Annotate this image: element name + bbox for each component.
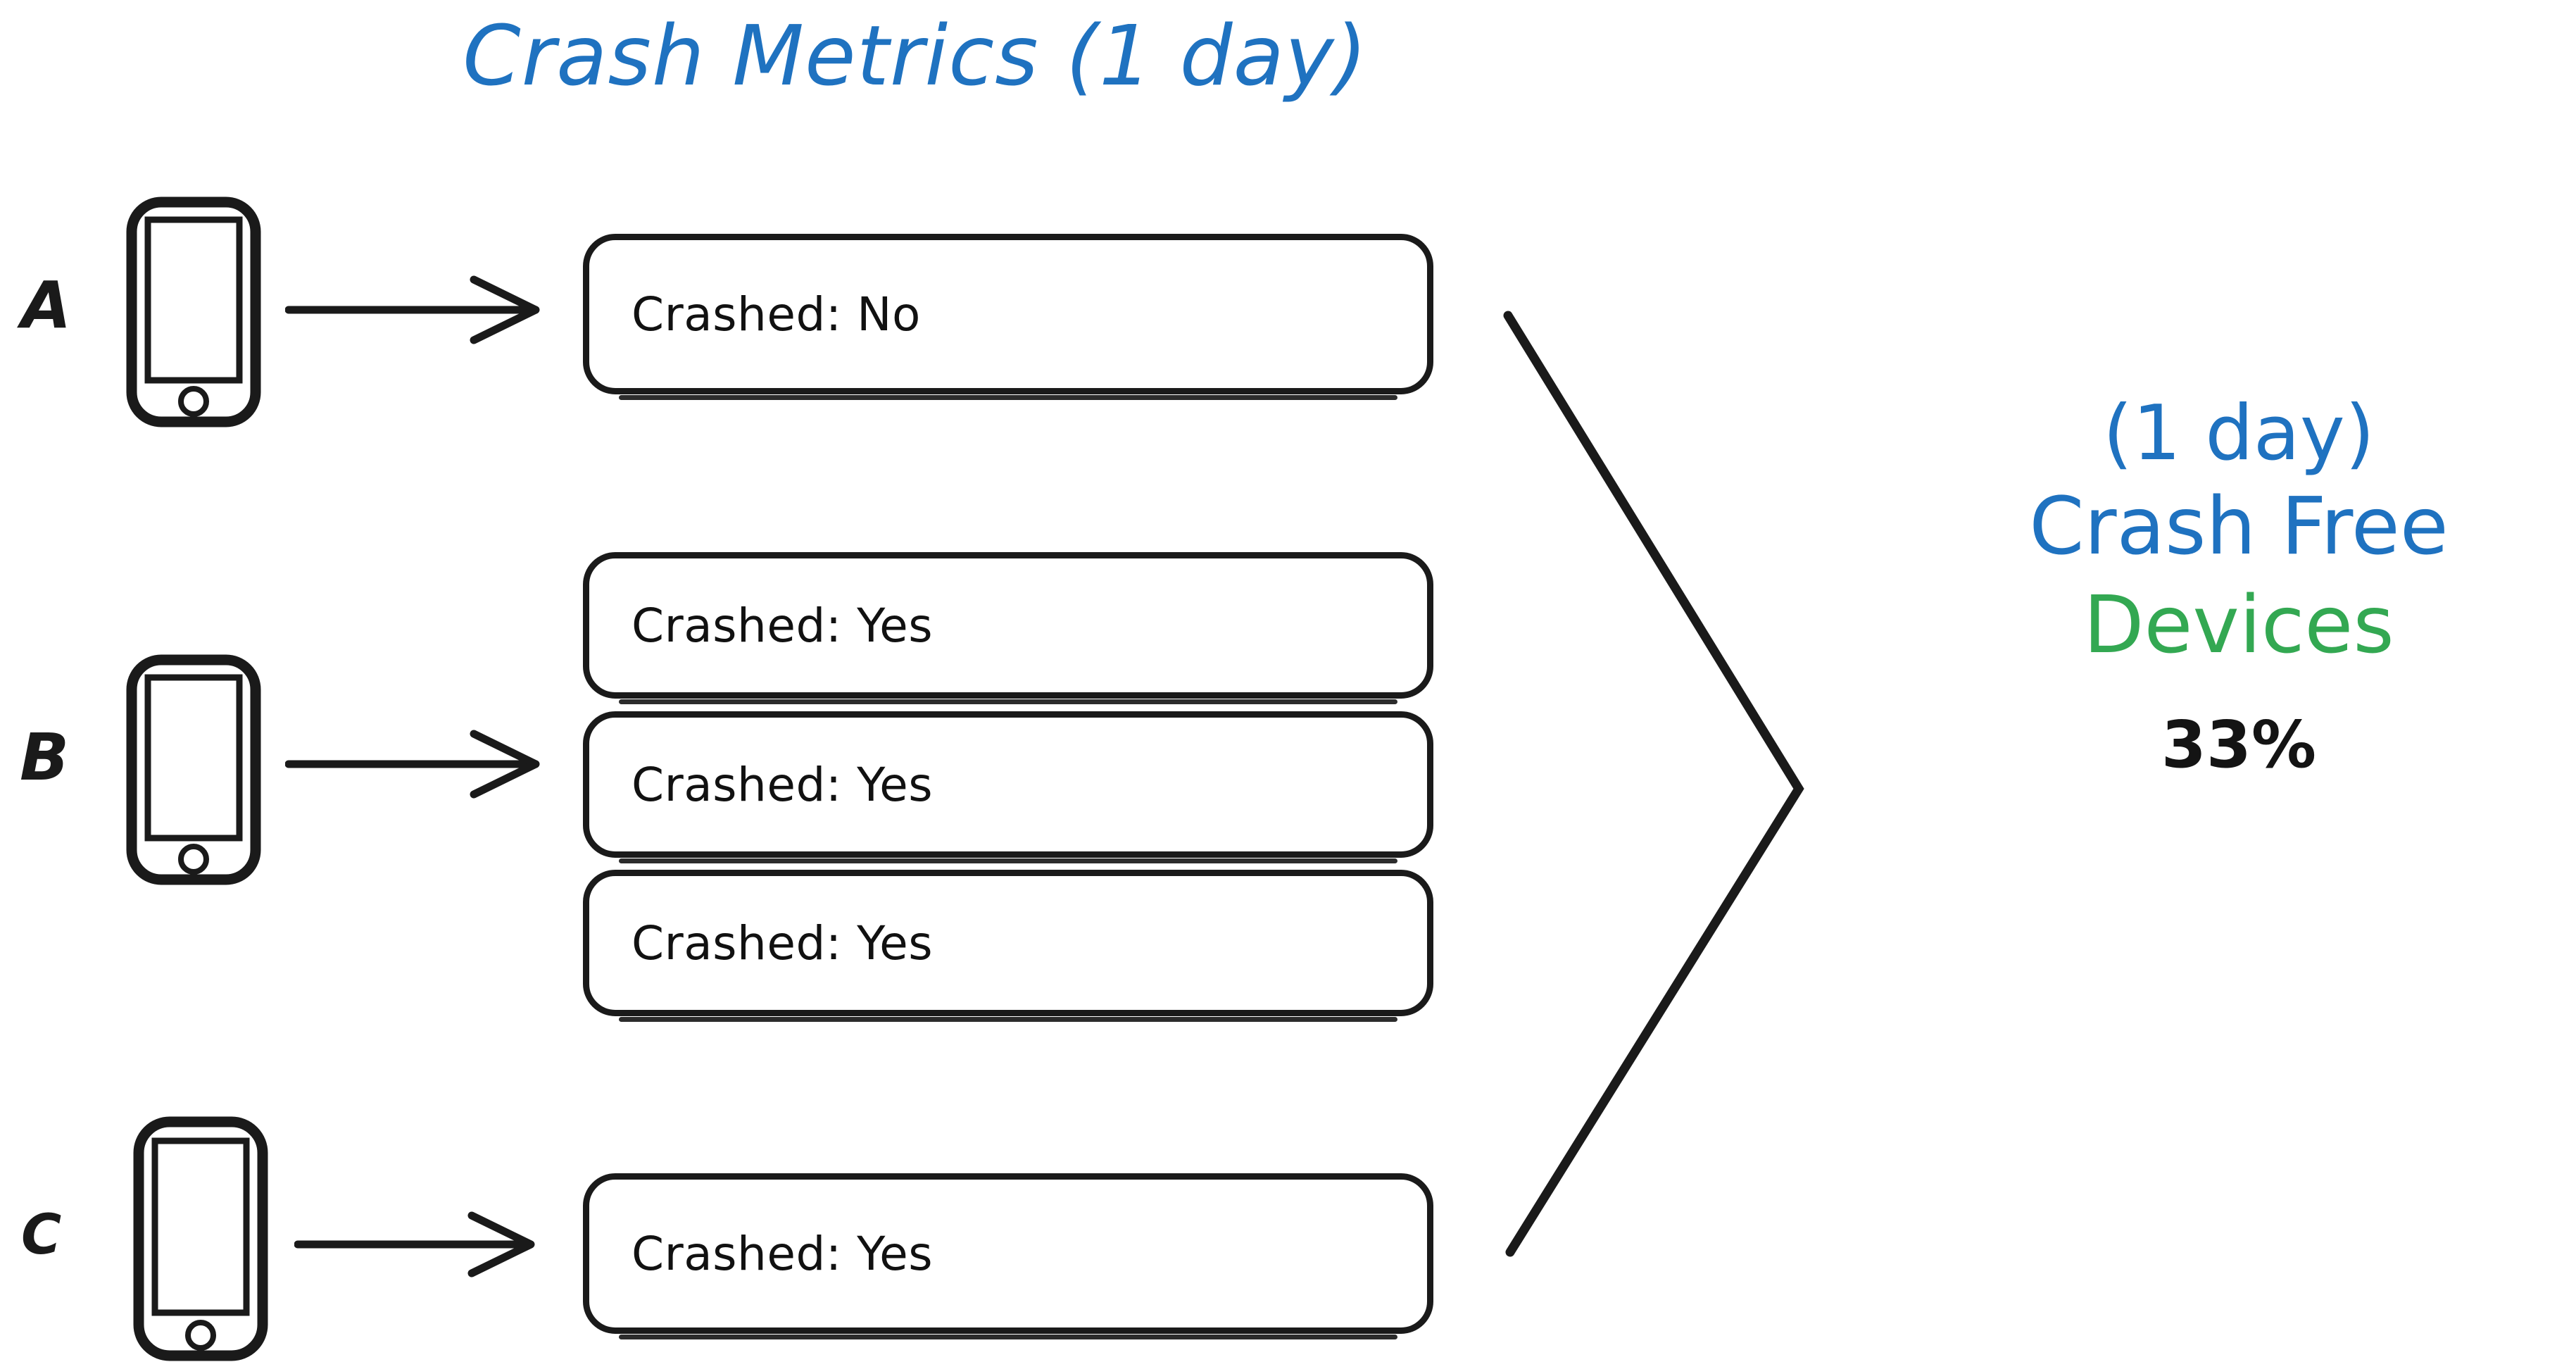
summary-period: (1 day) [2103,389,2375,477]
summary-metric-crash-free: Crash Free [2029,481,2449,573]
device-label-c: C [21,1204,62,1267]
event-label: Crashed: Yes [632,916,934,970]
event-box[interactable]: Crashed: Yes [583,552,1433,704]
device-label-a: A [21,268,72,343]
summary-metric-devices: Devices [2083,580,2394,671]
event-label: Crashed: No [632,287,921,342]
event-label: Crashed: Yes [632,598,934,653]
phone-icon [125,196,263,431]
arrow-right-icon [284,725,546,806]
device-label-b: B [20,720,70,795]
summary-value: 33% [2161,707,2317,782]
event-label: Crashed: Yes [632,1226,934,1281]
event-box[interactable]: Crashed: Yes [583,711,1433,863]
phone-icon [132,1116,270,1362]
event-box[interactable]: Crashed: Yes [583,870,1433,1022]
page-title: Crash Metrics (1 day) [463,7,1368,104]
event-box[interactable]: Crashed: No [583,234,1433,400]
arrow-right-icon [294,1206,541,1286]
aggregation-chevron-icon [1443,261,1837,1285]
phone-icon [125,654,263,889]
event-label: Crashed: Yes [632,757,934,812]
event-box[interactable]: Crashed: Yes [583,1173,1433,1339]
arrow-right-icon [284,271,546,351]
